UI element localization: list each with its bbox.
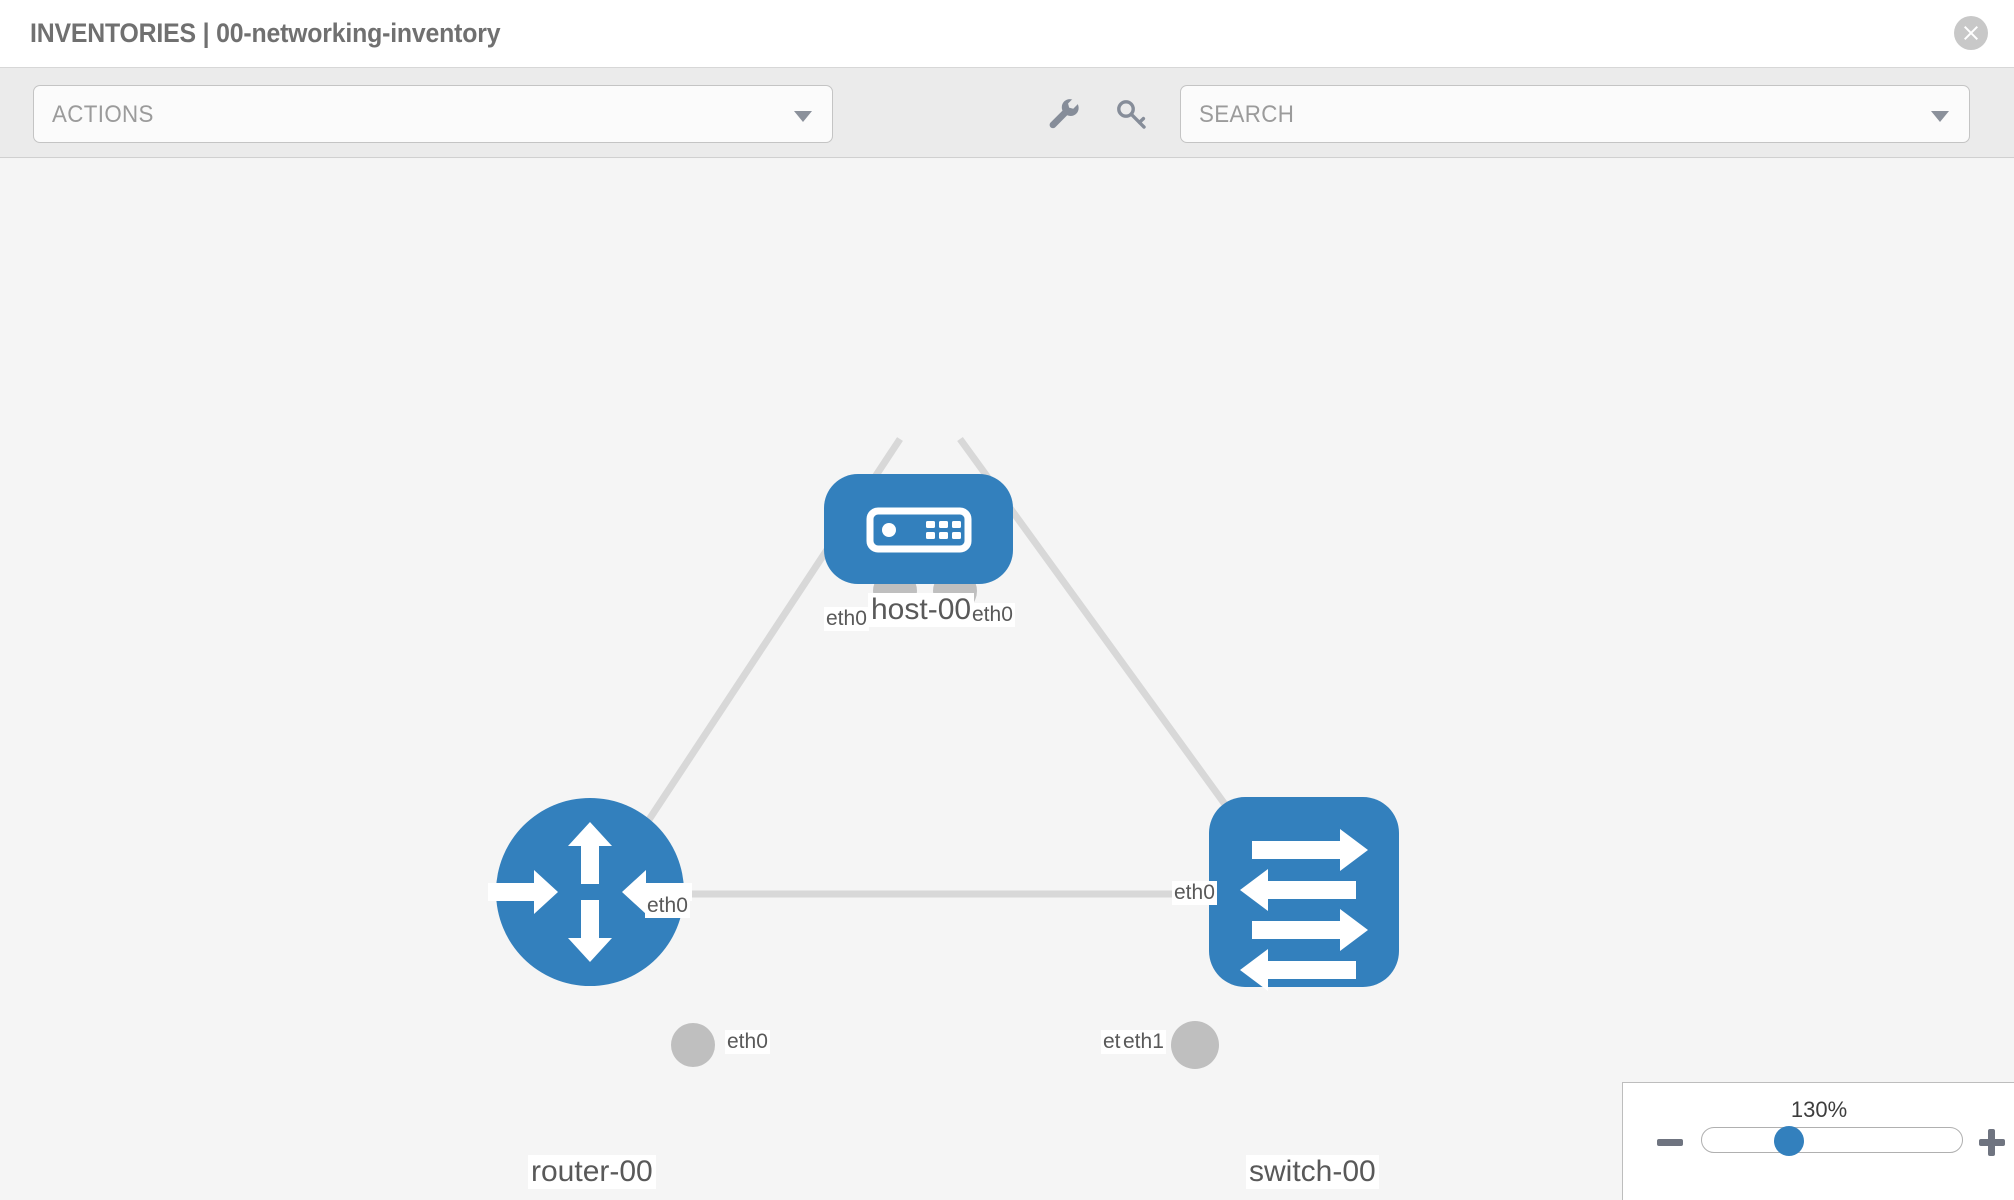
node-switch-00[interactable] — [1209, 797, 1399, 991]
close-icon[interactable] — [1954, 16, 1988, 50]
connector-router00-eth0[interactable] — [671, 1023, 715, 1067]
node-label-router-00: router-00 — [528, 1155, 656, 1189]
zoom-slider-thumb[interactable] — [1774, 1126, 1804, 1156]
switch-arrows-icon — [1240, 829, 1368, 991]
key-icon[interactable] — [1110, 92, 1154, 136]
node-label-switch-00: switch-00 — [1246, 1155, 1379, 1189]
node-router-00[interactable] — [488, 798, 692, 986]
server-icon — [866, 507, 972, 553]
topology-connectors — [671, 569, 1258, 1069]
search-placeholder: SEARCH — [1199, 101, 1295, 128]
node-host-00[interactable] — [824, 474, 1013, 584]
topology-canvas[interactable]: eth0 host-00 eth0 eth0 eth0 eth0 eth eth… — [0, 159, 2014, 1200]
actions-dropdown[interactable]: ACTIONS — [33, 85, 833, 143]
zoom-control-panel: 130% — [1622, 1082, 2014, 1200]
node-label-host-00: host-00 — [868, 593, 975, 627]
wrench-icon[interactable] — [1041, 92, 1085, 136]
connector-switch00-eth1[interactable] — [1171, 1021, 1219, 1069]
minus-icon[interactable] — [1657, 1139, 1683, 1146]
topology-graph — [488, 436, 1399, 1069]
page-title: INVENTORIES | 00-networking-inventory — [30, 18, 501, 48]
interface-label: eth0 — [725, 1030, 770, 1055]
page-header: INVENTORIES | 00-networking-inventory — [0, 0, 2014, 68]
chevron-down-icon — [794, 111, 812, 122]
chevron-down-icon[interactable] — [1931, 111, 1949, 122]
interface-label: eth1 — [1121, 1030, 1166, 1055]
search-input[interactable]: SEARCH — [1180, 85, 1970, 143]
zoom-slider-track[interactable] — [1701, 1127, 1963, 1153]
interface-label: eth0 — [1172, 881, 1217, 906]
router-arrows-icon — [488, 822, 692, 962]
zoom-percent-label: 130% — [1790, 1097, 1848, 1122]
interface-label: eth0 — [645, 894, 690, 919]
interface-label: eth0 — [970, 603, 1015, 628]
interface-label: eth0 — [824, 607, 869, 632]
actions-dropdown-label: ACTIONS — [52, 101, 154, 128]
